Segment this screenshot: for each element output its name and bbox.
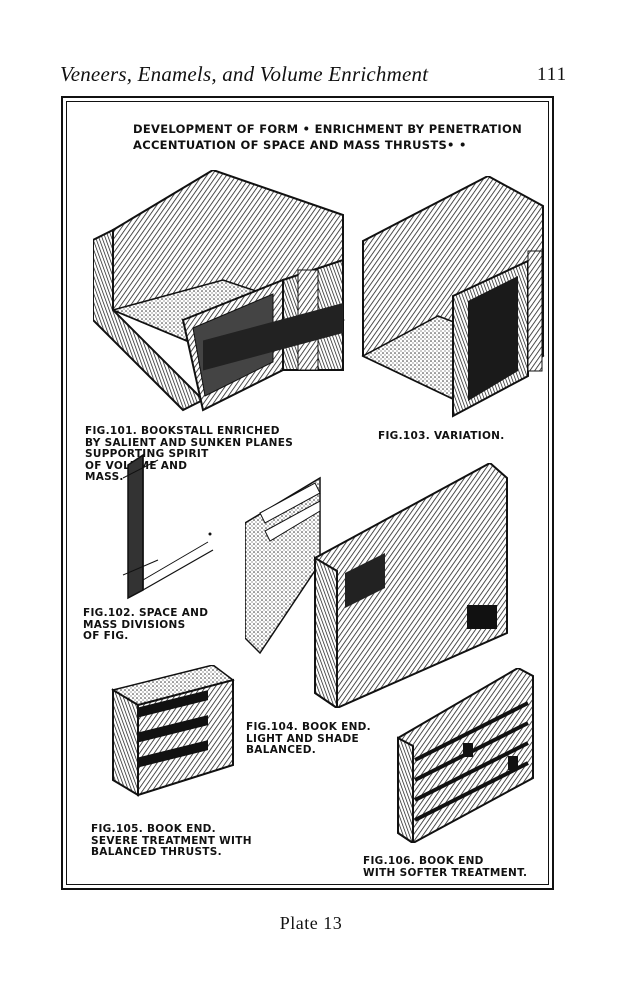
fig-103-variation-drawing [361, 176, 545, 418]
fig-102-diagram-drawing [122, 453, 214, 600]
fig-105-caption: Fig.105. Book end. severe treatment with… [91, 823, 252, 858]
plate-title-line-1: Development of Form • Enrichment by Pene… [133, 122, 522, 136]
plate-caption: Plate 13 [279, 913, 343, 933]
running-head: Veneers, Enamels, and Volume Enrichment [60, 62, 429, 86]
fig-106-book-end-drawing [397, 668, 534, 843]
fig-105-book-end-drawing [111, 665, 235, 797]
plate-title-line-2: Accentuation of Space and Mass Thrusts• … [133, 138, 467, 152]
plate-frame: Development of Form • Enrichment by Pene… [61, 96, 554, 890]
fig-106-caption: Fig.106. Book end with softer treatment. [363, 855, 528, 879]
fig-104-book-end-drawing [245, 463, 508, 708]
fig-104-caption: Fig.104. Book end. light and shade balan… [246, 721, 371, 756]
page-number: 111 [537, 64, 568, 85]
plate-inner-border [66, 101, 549, 885]
fig-101-bookstall-drawing [93, 170, 346, 412]
fig-102-caption: Fig.102. Space and mass divisions of fig… [83, 607, 209, 642]
fig-103-caption: Fig.103. Variation. [378, 430, 505, 442]
